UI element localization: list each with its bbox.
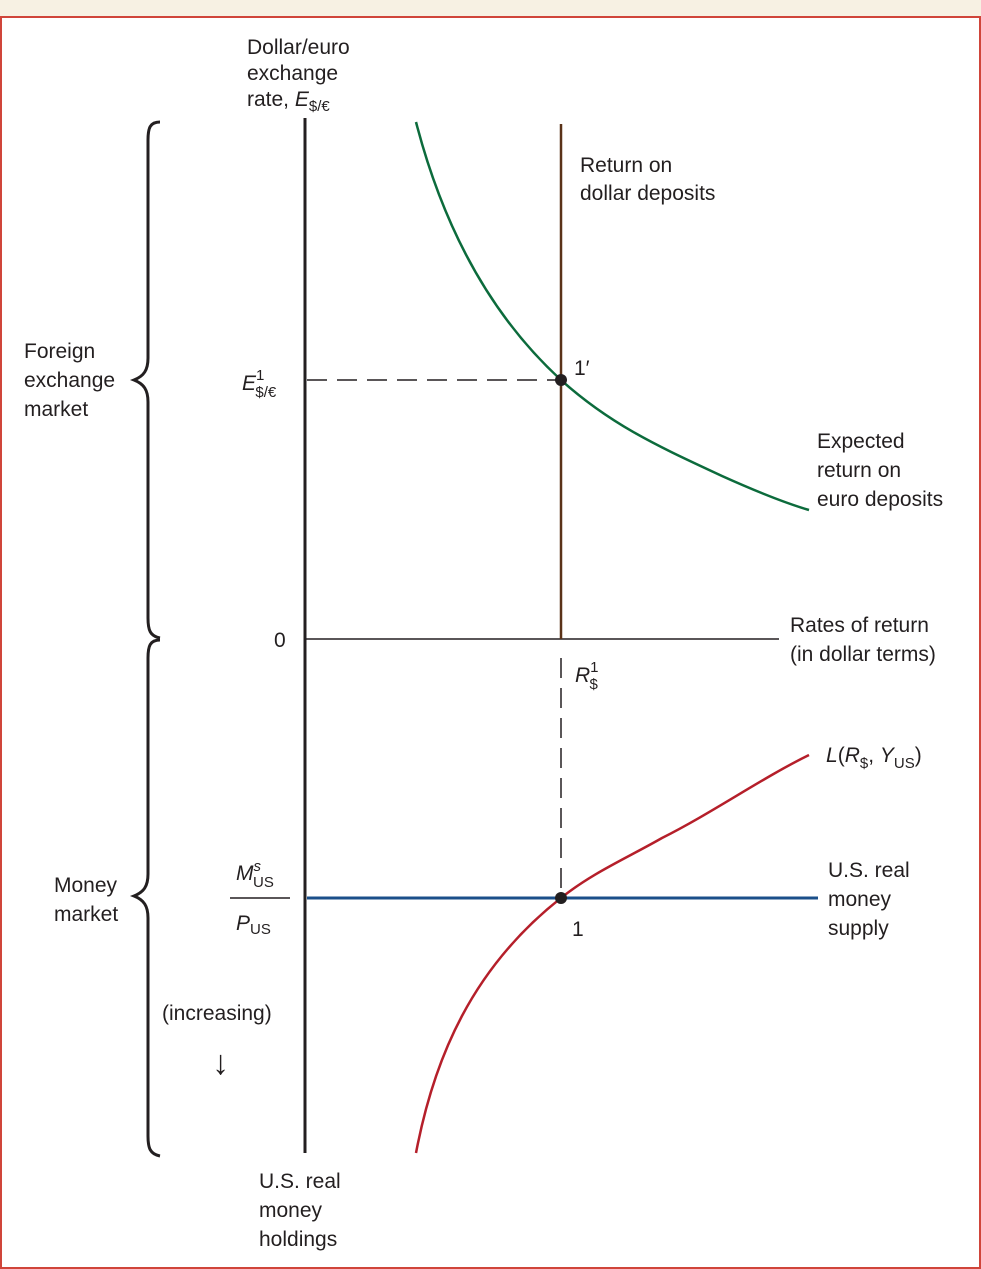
bottom-axis-label-line3: holdings xyxy=(259,1228,337,1251)
money-demand-label: L(R$, YUS) xyxy=(826,744,922,772)
y-axis-label-line1: Dollar/euro xyxy=(247,36,350,59)
foreign-exchange-label-line3: market xyxy=(24,398,88,421)
x-axis-label-line2: (in dollar terms) xyxy=(790,643,936,666)
money-market-label-line1: Money xyxy=(54,874,118,897)
euro-return-label-line3: euro deposits xyxy=(817,488,943,511)
foreign-exchange-brace xyxy=(129,120,161,640)
y-axis-label-line3: rate, E$/€ xyxy=(247,88,330,115)
euro-return-curve xyxy=(414,121,810,512)
real-money-supply-denominator: PUS xyxy=(236,912,271,938)
y-axis-label-line2: exchange xyxy=(247,62,338,85)
money-supply-label-line1: U.S. real xyxy=(828,859,910,882)
bottom-axis-label-line1: U.S. real xyxy=(259,1170,341,1193)
exchange-rate-value-label: E1$/€ xyxy=(242,367,277,401)
bottom-axis-label-line2: money xyxy=(259,1199,323,1222)
money-equilibrium-point xyxy=(555,892,567,904)
dollar-return-label-line1: Return on xyxy=(580,154,672,177)
x-axis-label-line1: Rates of return xyxy=(790,614,929,637)
fx-equilibrium-point xyxy=(555,374,567,386)
increasing-label: (increasing) xyxy=(162,1002,272,1025)
figure-frame: 1′ 1 Dollar/euro exchange rate, E$/€ For… xyxy=(0,16,981,1269)
interest-rate-value-label: R1$ xyxy=(575,659,599,693)
money-market-label-line2: market xyxy=(54,903,118,926)
origin-label: 0 xyxy=(274,629,286,652)
fx-equilibrium-label: 1′ xyxy=(574,357,590,380)
money-supply-label-line3: supply xyxy=(828,917,889,940)
euro-return-label-line2: return on xyxy=(817,459,901,482)
diagram-canvas: 1′ 1 Dollar/euro exchange rate, E$/€ For… xyxy=(24,36,943,1251)
money-demand-curve xyxy=(414,753,810,1154)
dollar-return-label-line2: dollar deposits xyxy=(580,182,715,205)
euro-return-label-line1: Expected xyxy=(817,430,905,453)
money-market-brace xyxy=(129,638,161,1158)
money-equilibrium-label: 1 xyxy=(572,918,584,941)
foreign-exchange-label-line2: exchange xyxy=(24,369,115,392)
foreign-exchange-label-line1: Foreign xyxy=(24,340,95,363)
money-supply-label-line2: money xyxy=(828,888,892,911)
increasing-arrow-icon: ↓ xyxy=(212,1044,229,1082)
